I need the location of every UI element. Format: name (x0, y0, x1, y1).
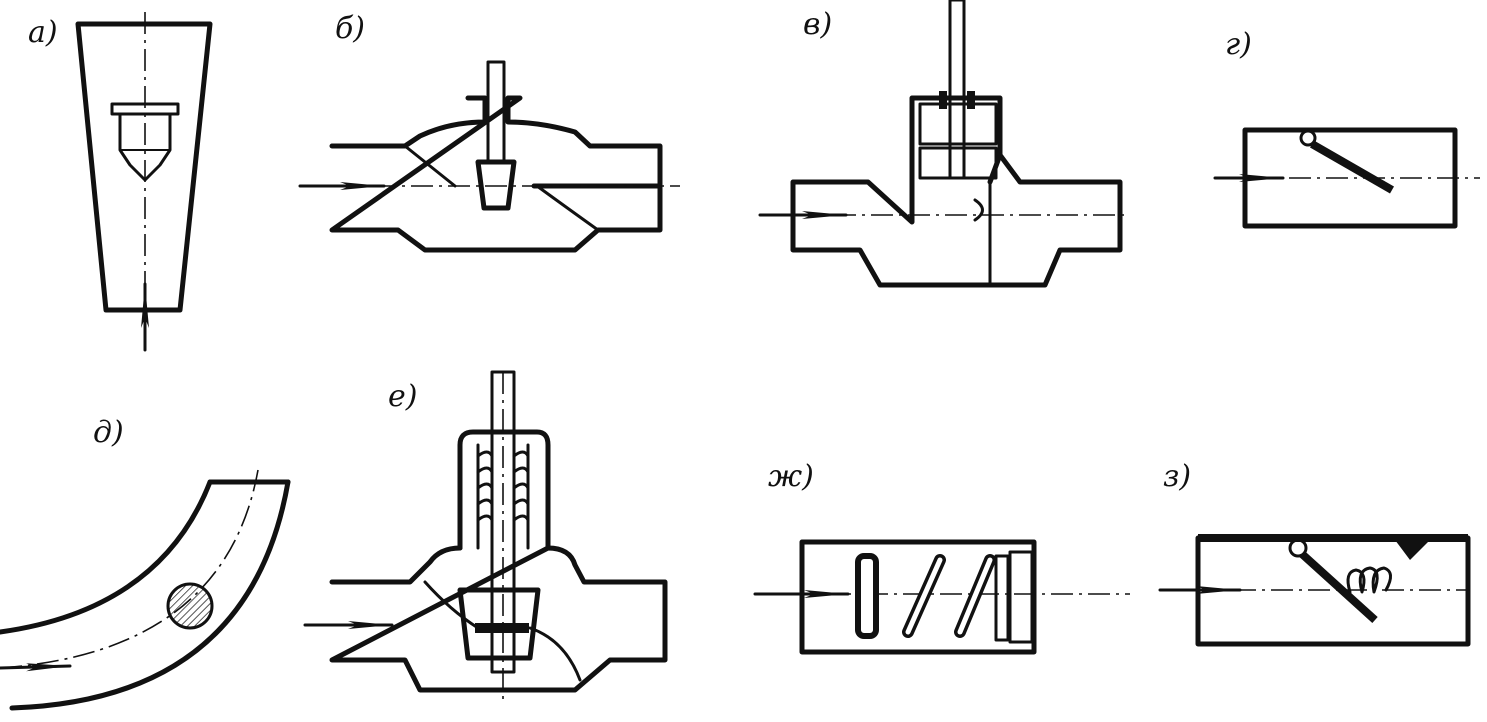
figure-a-tapered-valve (75, 12, 213, 352)
figure-d-curved-pipe-ball (0, 469, 291, 711)
label-d: д) (93, 415, 124, 450)
label-zh: ж) (768, 459, 814, 494)
figure-v-gate-valve (758, 0, 1130, 288)
label-a: а) (28, 15, 58, 50)
label-z: з) (1163, 459, 1192, 494)
figure-zh-spring-check (753, 539, 1130, 655)
figure-e-spring-valve (303, 370, 668, 700)
label-g: г) (1225, 27, 1252, 62)
figure-z-spring-swing-check (1158, 534, 1471, 647)
figure-b-globe-valve (298, 60, 680, 253)
label-v: в) (803, 7, 833, 42)
label-b: б) (335, 11, 366, 46)
label-e: е) (388, 379, 418, 414)
figure-g-swing-check-valve (1213, 127, 1480, 229)
spring-coils (476, 450, 530, 522)
